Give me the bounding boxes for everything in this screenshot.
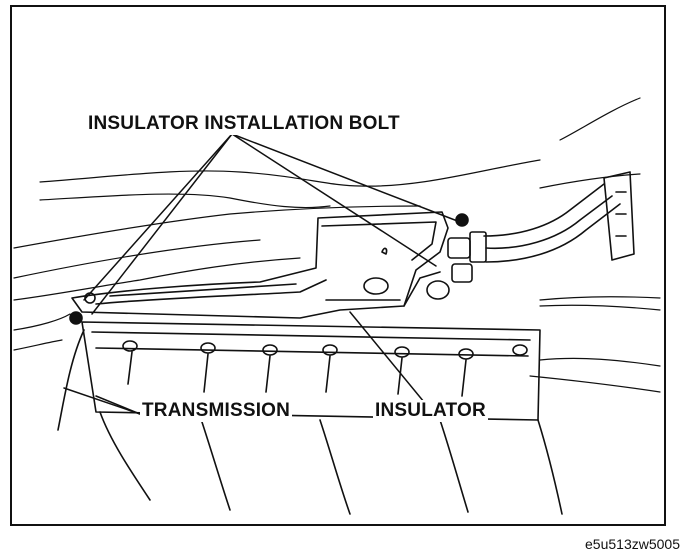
diagram-frame [10,5,666,526]
insulator-label: INSULATOR [373,400,488,422]
fluid-pipes [483,171,635,263]
leader-lines [63,133,461,415]
transmission-label: TRANSMISSION [140,400,293,422]
vehicle-body-contours [13,97,661,393]
installation-bolts [69,213,469,325]
insulator-installation-bolt-label: INSULATOR INSTALLATION BOLT [86,113,402,135]
transmission-case [57,321,563,515]
figure-code: e5u513zw5005 [585,536,680,552]
insulator-plate [71,211,449,319]
case-ribs [127,351,467,397]
insulator-bolt-left [69,311,83,325]
pipe-fittings [426,231,487,300]
case-bolts [122,340,528,360]
insulator-bolt-right [455,213,469,227]
